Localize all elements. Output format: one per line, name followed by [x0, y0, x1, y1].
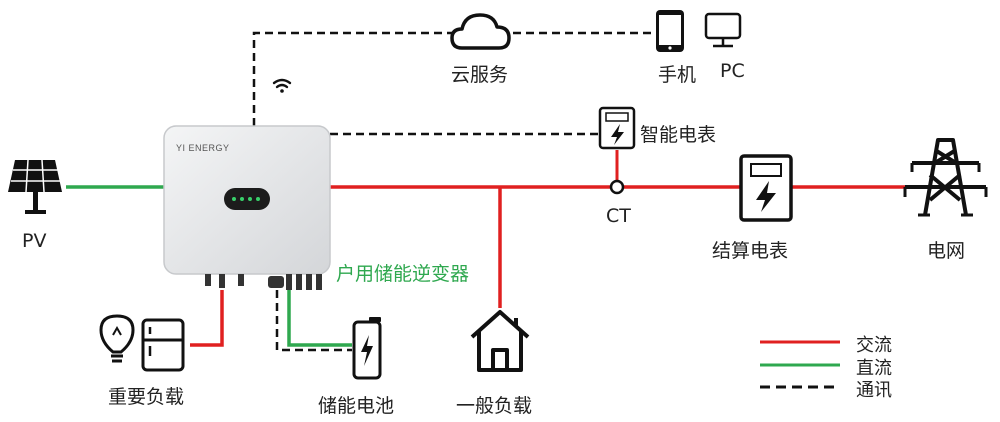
smart-meter-icon [598, 106, 636, 150]
comm-line-battery [275, 290, 352, 352]
cloud-label: 云服务 [451, 64, 509, 86]
inverter-display [224, 188, 270, 210]
settlement-meter-icon [739, 154, 793, 222]
house-icon [470, 310, 530, 372]
ac-important-load-line [190, 290, 224, 347]
phone-label: 手机 [658, 64, 697, 86]
power-tower-icon [903, 138, 988, 217]
fridge-icon [141, 318, 185, 372]
legend-comm-label: 通讯 [856, 380, 892, 401]
inverter-device: YI ENERGY [163, 125, 331, 290]
legend-ac-label: 交流 [856, 335, 892, 356]
dc-battery-line [287, 290, 352, 347]
dc-lines [66, 185, 352, 347]
settlement-meter-label: 结算电表 [712, 240, 789, 262]
comm-line-cloud-path [252, 31, 462, 126]
pc-label: PC [720, 60, 745, 82]
smart-meter-label: 智能电表 [640, 124, 717, 146]
general-load-label: 一般负载 [456, 395, 533, 417]
legend-lines [760, 340, 840, 389]
important-load-label: 重要负载 [108, 386, 185, 408]
solar-panel-icon [8, 159, 62, 214]
grid-label: 电网 [927, 240, 966, 262]
wifi-icon [272, 78, 292, 93]
ct-label: CT [606, 205, 631, 227]
ac-lines [190, 150, 905, 347]
inverter-brand: YI ENERGY [176, 143, 230, 153]
bulb-icon [99, 314, 135, 363]
inverter-label: 户用储能逆变器 [336, 263, 470, 285]
phone-icon [656, 10, 684, 52]
legend-dc-label: 直流 [856, 358, 892, 379]
ct-icon [609, 179, 625, 195]
pv-label: PV [22, 230, 47, 252]
battery-icon [352, 317, 382, 380]
cloud-icon [450, 13, 511, 50]
inverter-terminals [205, 274, 322, 290]
pc-icon [704, 12, 742, 48]
battery-label: 储能电池 [318, 395, 395, 417]
